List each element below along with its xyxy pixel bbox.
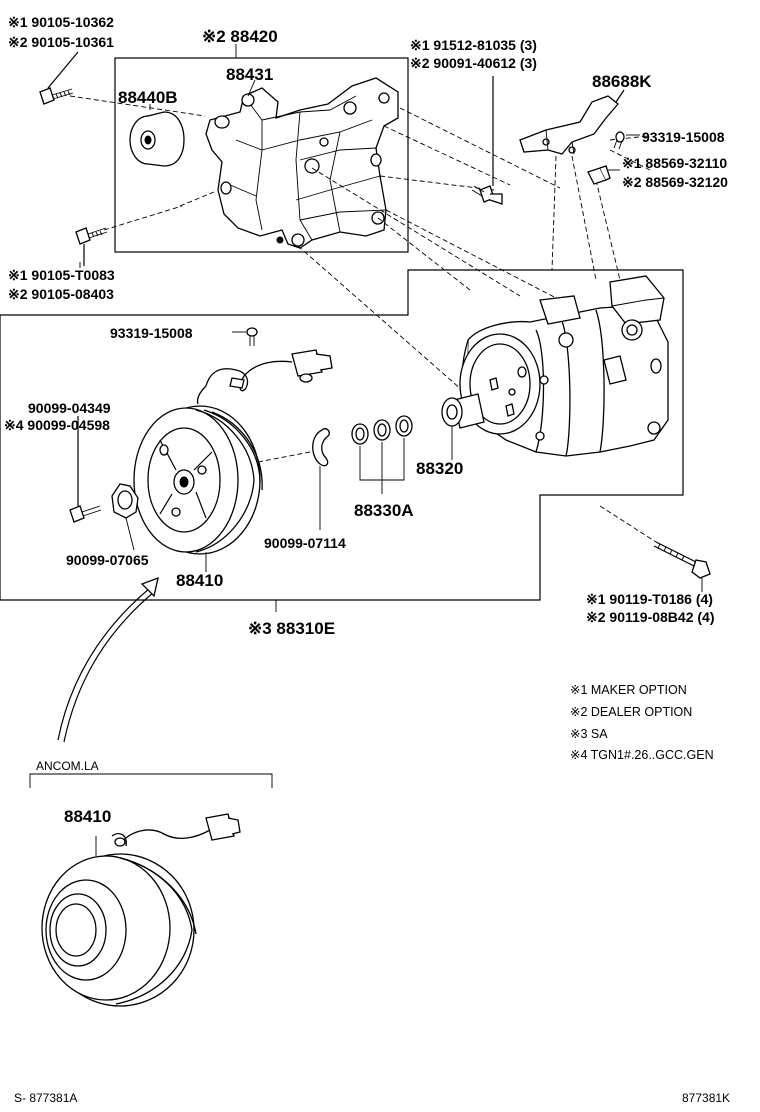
bolt-icon (39, 87, 74, 105)
clutch-icon (133, 405, 263, 555)
pulley-icon (129, 111, 185, 167)
bracket-icon (519, 95, 619, 155)
part-number-label: 88431 (226, 65, 273, 84)
bolt-icon (471, 185, 503, 205)
part-number-label: 93319-15008 (642, 129, 725, 145)
part-number-label: ※1 88569-32110 (622, 155, 727, 171)
legend-note: ※3 SA (570, 727, 608, 741)
footer-code-right: 877381K (682, 1091, 730, 1105)
part-number-label: ※3 88310E (248, 619, 335, 638)
legend-note: ※1 MAKER OPTION (570, 683, 687, 697)
compressor-assembly-frame (0, 269, 684, 601)
bracket-assembly-frame (114, 57, 409, 253)
legend-note: ※2 DEALER OPTION (570, 705, 692, 719)
part-number-label: 88330A (354, 501, 414, 520)
part-number-label: 88440B (118, 88, 178, 107)
part-number-label: ※1 90105-T0083 (8, 267, 115, 283)
snap-ring-icon (312, 428, 330, 467)
footer-code-left: S- 877381A (14, 1091, 77, 1105)
variant-label: ANCOM.LA (36, 759, 99, 773)
part-number-label: ※2 90105-08403 (8, 286, 114, 302)
part-number-label: ※2 88569-32120 (622, 174, 728, 190)
shim-icon (351, 415, 413, 445)
clutch-icon (41, 813, 241, 1007)
connector-icon (196, 349, 333, 405)
bolt-icon (75, 227, 108, 245)
part-number-label: 88410 (64, 807, 111, 826)
bracket-icon (205, 77, 399, 249)
clamp-icon (587, 165, 611, 185)
legend-note: ※4 TGN1#.26..GCC.GEN (570, 748, 714, 762)
part-number-label: ※1 90119-T0186 (4) (586, 591, 713, 607)
part-number-label: ※1 90105-10362 (8, 14, 114, 30)
part-number-label: ※2 90105-10361 (8, 34, 114, 50)
compressor-icon (441, 275, 669, 457)
part-number-label: 90099-07065 (66, 552, 149, 568)
part-number-label: 88410 (176, 571, 223, 590)
bolt-icon (653, 541, 711, 579)
bolt-icon (69, 505, 102, 523)
arrow-icon (57, 576, 159, 743)
part-number-label: ※1 91512-81035 (3) (410, 37, 537, 53)
part-number-label: 90099-04349 (28, 400, 111, 416)
part-number-label: 90099-07114 (264, 535, 346, 551)
part-number-label: 93319-15008 (110, 325, 193, 341)
part-number-label: ※2 90119-08B42 (4) (586, 609, 714, 625)
part-number-label: ※2 90091-40612 (3) (410, 55, 537, 71)
ancom-bracket-line (29, 773, 273, 788)
part-number-label: ※4 90099-04598 (4, 417, 110, 433)
part-number-label: ※2 88420 (202, 27, 278, 46)
screw-icon (246, 327, 258, 346)
part-number-label: 88688K (592, 72, 652, 91)
part-number-label: 88320 (416, 459, 463, 478)
screw-icon (613, 131, 625, 150)
washer-icon (111, 483, 139, 519)
